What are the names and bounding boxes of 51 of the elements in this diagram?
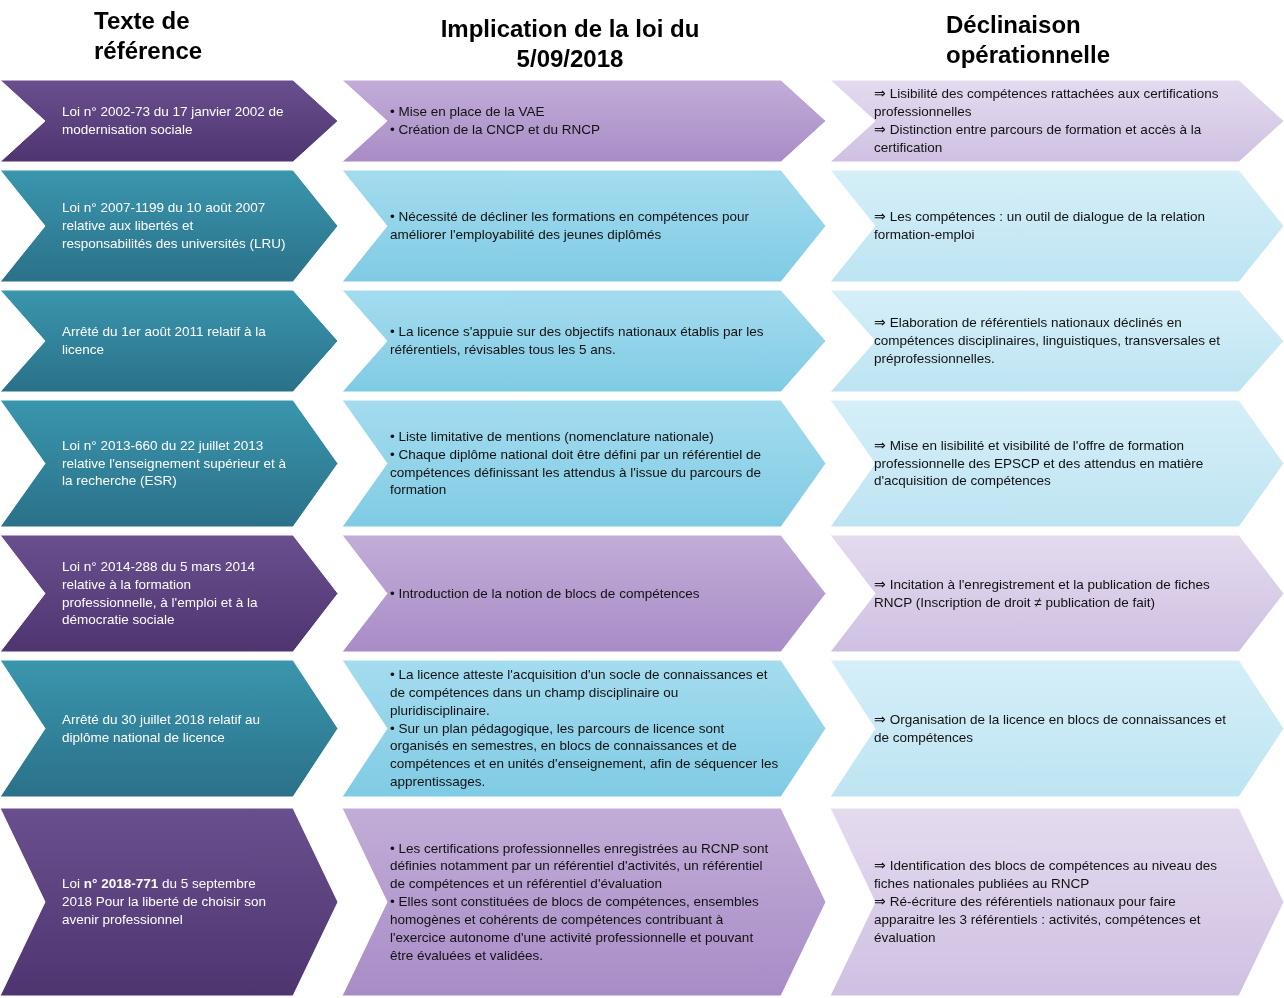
operational-banner [830,400,1284,527]
operational-banner [830,535,1284,652]
operational-banner [830,660,1284,797]
column-heading: Texte de référence [94,6,204,66]
implication-banner [342,400,826,527]
bullet-text: • La licence atteste l'acquisition d'un socle de connaissances et de compétences dans un champ disciplinaire ou pluridisciplinaire. [390,666,769,720]
bullet-text: • Mise en place de la VAE [390,103,546,121]
law-reference-text: Loi n° 2007-1199 du 10 août 2007 relative aux libertés et responsabilités des universités (LRU) [62,199,286,253]
reference-banner [0,290,338,392]
bullet-text: • Chaque diplôme national doit être défini par un référentiel de compétences définissant les attendus à l'issue du parcours de formation [390,445,763,500]
bullet-text: ⇒ Distinction entre parcours de formation et accès à la certification [874,121,1203,157]
bullet-text: ⇒ Mise en lisibilité et visibilité de l'offre de formation professionnelle des EPSCP et des attendus en matière d'acquisition de compétences [874,436,1205,491]
bullet-text: ⇒ Identification des blocs de compétences au niveau des fiches nationales publiées au RNCP [874,857,1218,894]
bullet-text: ⇒ Ré-écriture des référentiels nationaux pour faire apparaitre les 3 référentiels : activités, compétences et évaluation [874,893,1202,947]
implication-banner [342,290,826,392]
column-heading: Implication de la loi du 5/09/2018 [439,14,701,74]
operational-banner [830,170,1284,282]
law-reference-text: Arrêté du 1er août 2011 relatif à la licence [62,323,267,359]
bullet-text: ⇒ Lisibilité des compétences rattachées aux certifications professionnelles [874,85,1220,121]
law-reference-text: Loi n° 2018-771 du 5 septembre 2018 Pour la liberté de choisir son avenir professionnel [62,875,268,929]
law-reference-text: Loi n° 2013-660 du 22 juillet 2013 relative l'enseignement supérieur et à la recherche (ESR) [62,436,286,491]
law-reference-text: Loi n° 2002-73 du 17 janvier 2002 de modernisation sociale [62,103,285,139]
bullet-text: ⇒ Incitation à l'enregistrement et la publication de fiches RNCP (Inscription de droit ≠ publication de fait) [874,575,1211,612]
operational-banner [830,290,1284,392]
reference-banner [0,660,338,797]
bullet-text: ⇒ Elaboration de référentiels nationaux déclinés en compétences disciplinaires, linguistiques, transversales et préprofessionnelles. [874,314,1221,368]
implication-banner [342,660,826,797]
operational-banner [830,808,1284,996]
reference-banner [0,400,338,527]
bullet-text: • Sur un plan pédagogique, les parcours de licence sont organisés en semestres, en blocs de connaissances et de compétences et en unités d'enseignement, afin de séquencer les apprentissages. [390,719,780,791]
law-reference-text: Loi n° 2014-288 du 5 mars 2014 relative à la formation professionnelle, à l'emploi et à la démocratie sociale [62,557,259,630]
reference-banner [0,808,338,996]
reference-banner [0,80,338,162]
reference-banner [0,535,338,652]
implication-banner [342,170,826,282]
bullet-text: ⇒ Organisation de la licence en blocs de connaissances et de compétences [874,710,1227,747]
bullet-text: • La licence s'appuie sur des objectifs nationaux établis par les référentiels, révisables tous les 5 ans. [390,323,765,359]
bullet-text: • Création de la CNCP et du RNCP [390,121,602,139]
law-reference-text: Arrêté du 30 juillet 2018 relatif au diplôme national de licence [62,710,262,747]
implication-banner [342,535,826,652]
operational-banner [830,80,1284,162]
bullet-text: • Elles sont constituées de blocs de compétences, ensembles homogènes et cohérents de compétences contribuant à l'exercice autonome d'une activité professionnelle et pouvant être évaluées et validées. [390,893,760,965]
implication-banner [342,80,826,162]
bullet-text: • Introduction de la notion de blocs de compétences [390,584,701,603]
column-heading: Déclinaison opérationnelle [946,10,1112,70]
bullet-text: ⇒ Les compétences : un outil de dialogue de la relation formation-emploi [874,208,1206,244]
reference-banner [0,170,338,282]
implication-banner [342,808,826,996]
bullet-text: • Liste limitative de mentions (nomenclature nationale) [390,427,715,446]
bullet-text: • Les certifications professionnelles enregistrées au RCNP sont définies notamment par un référentiel d'activités, un référentiel de compétences et un référentiel d'évaluation [390,839,770,894]
bullet-text: • Nécessité de décliner les formations en compétences pour améliorer l'employabilité des jeunes diplômés [390,208,750,244]
